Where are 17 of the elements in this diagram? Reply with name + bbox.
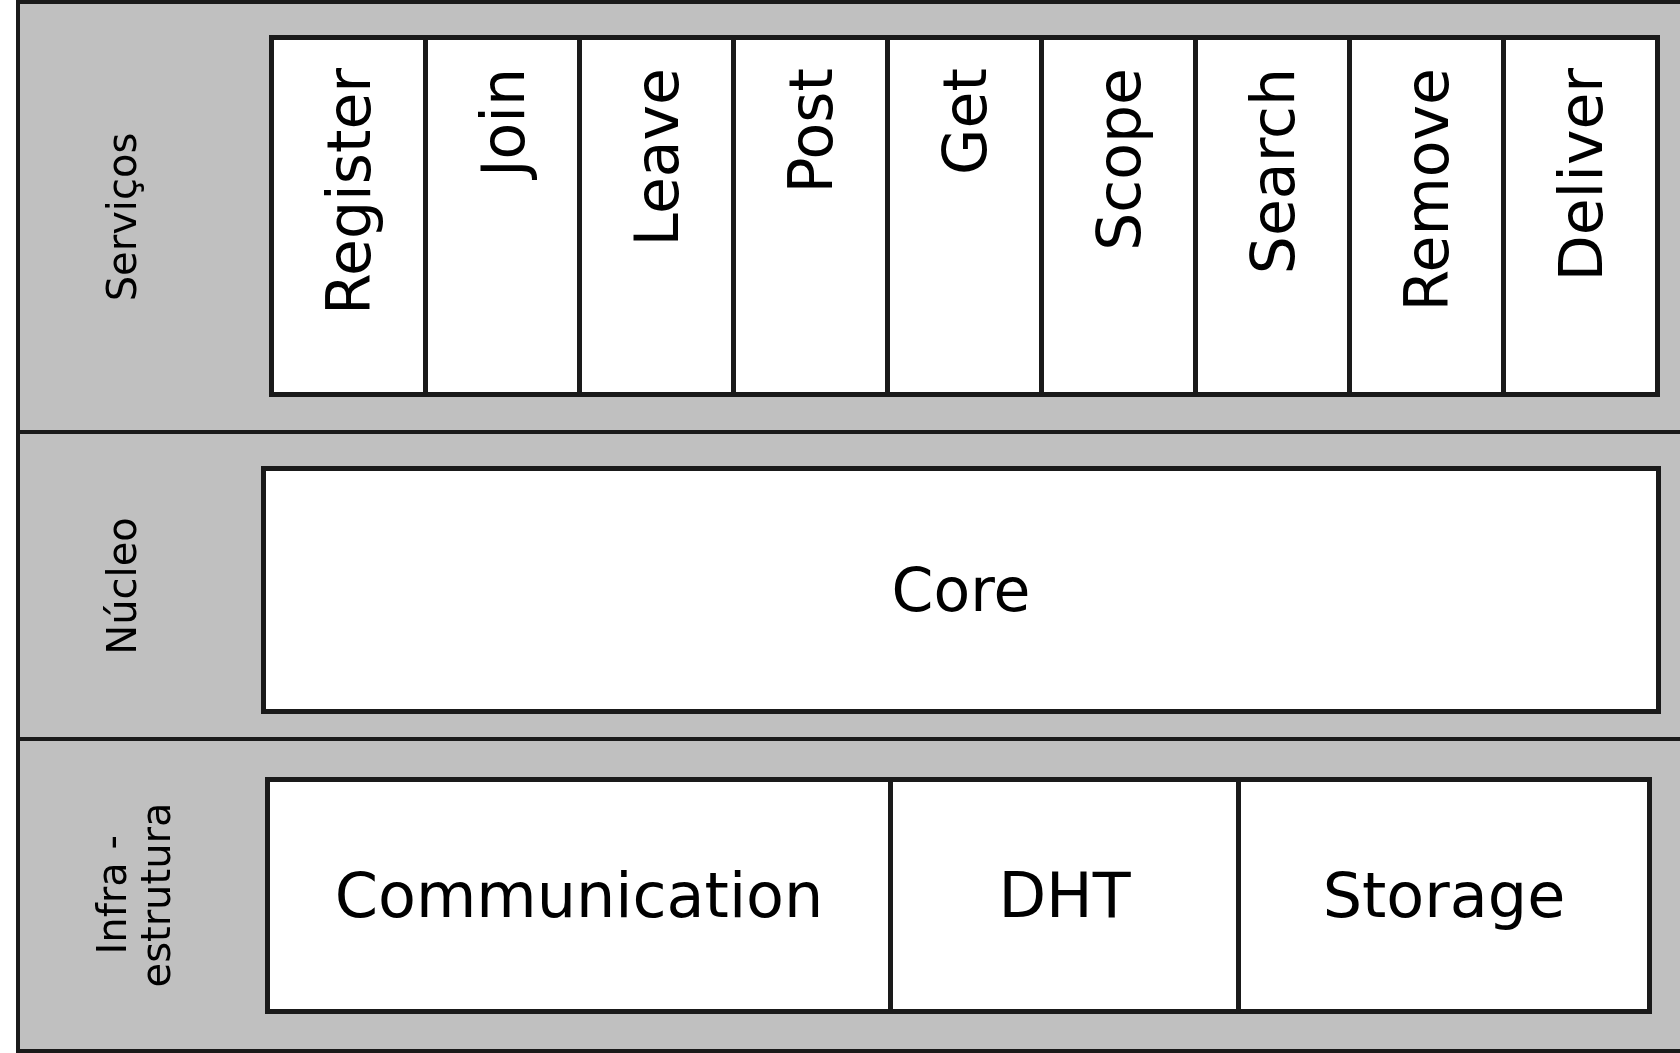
component-label: Deliver [1545, 68, 1616, 282]
component-label: Search [1237, 68, 1308, 275]
component-label: Register [313, 68, 384, 316]
component-label: DHT [998, 859, 1131, 932]
component-label: Join [467, 68, 538, 178]
component-label: Leave [621, 68, 692, 247]
component-label: Post [775, 68, 846, 194]
component-label: Communication [334, 859, 824, 932]
component-label: Storage [1322, 859, 1566, 932]
component-label: Scope [1083, 68, 1154, 251]
component-box [261, 466, 1661, 714]
component-label: Get [929, 68, 1000, 175]
component-label: Core [891, 555, 1031, 625]
layer-label: Serviços [100, 132, 146, 302]
component-label: Remove [1391, 68, 1462, 312]
layer-label: Núcleo [100, 516, 146, 655]
layer-label: Infra - estrutura [90, 802, 170, 988]
